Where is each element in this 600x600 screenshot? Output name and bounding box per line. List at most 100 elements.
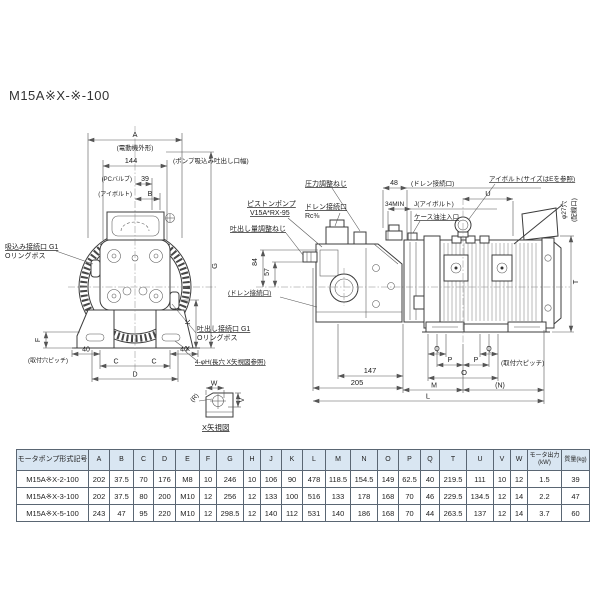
- spec-cell: 12: [493, 487, 511, 505]
- spec-cell: 246: [216, 470, 244, 488]
- spec-cell: 118.5: [325, 470, 351, 488]
- spec-cell: 202: [88, 487, 110, 505]
- spec-cell: 168: [377, 487, 399, 505]
- spec-cell: 516: [302, 487, 326, 505]
- suction-label-2: Oリングボス: [5, 251, 45, 260]
- adjust-screw-label: 吐出し量調整ねじ: [230, 224, 286, 233]
- spec-cell: 243: [88, 504, 110, 522]
- col-header-12: M: [325, 449, 351, 471]
- spec-cell: 111: [466, 470, 494, 488]
- wiring-hole-label-2: (配線口): [569, 198, 578, 222]
- view-x-caption: X矢視図: [202, 422, 230, 432]
- spec-cell: 12: [510, 470, 528, 488]
- spec-cell: 134.5: [466, 487, 494, 505]
- spec-cell: M10: [175, 487, 200, 505]
- dim-40-right: 40: [180, 347, 188, 354]
- spec-cell: 60: [561, 504, 590, 522]
- spec-cell: 112: [281, 504, 303, 522]
- spec-cell: 12: [199, 504, 217, 522]
- piston-pump-label: ピストンポンプ: [247, 200, 296, 208]
- col-header-8: H: [243, 449, 261, 471]
- spec-cell: M8: [175, 470, 200, 488]
- col-header-1: A: [88, 449, 110, 471]
- dim-d: D: [132, 372, 137, 379]
- spec-cell: 531: [302, 504, 326, 522]
- pressure-screw-fitting: [353, 231, 367, 245]
- spec-cell: 95: [133, 504, 154, 522]
- dim-l: L: [426, 392, 430, 401]
- col-header-15: P: [398, 449, 421, 471]
- spec-cell: 100: [281, 487, 303, 505]
- dim-w: W: [211, 381, 218, 388]
- col-header-20: W: [510, 449, 528, 471]
- col-header-18: U: [466, 449, 494, 471]
- spec-cell: 140: [325, 504, 351, 522]
- view-x-arrow-label: X: [185, 344, 190, 353]
- col-header-21: モータ出力(kW): [527, 449, 562, 471]
- spec-cell: 133: [260, 487, 282, 505]
- spec-cell: 39: [561, 470, 590, 488]
- dim-f: F: [35, 338, 42, 342]
- spec-cell: 46: [420, 487, 440, 505]
- spec-cell: 256: [216, 487, 244, 505]
- col-header-9: J: [260, 449, 282, 471]
- pc-valve-note: (PCバルブ): [102, 175, 132, 183]
- spec-cell: 186: [350, 504, 378, 522]
- spec-cell: 202: [88, 470, 110, 488]
- col-header-2: B: [109, 449, 134, 471]
- dim-57: 57: [264, 268, 271, 276]
- spec-cell: 44: [420, 504, 440, 522]
- spec-cell: 140: [260, 504, 282, 522]
- spec-cell: 178: [350, 487, 378, 505]
- wiring-hole-label: φ27穴: [559, 201, 568, 219]
- view-x-detail: W V (R) X矢視図: [189, 381, 246, 433]
- spec-cell: 154.5: [350, 470, 378, 488]
- dim-u: U: [485, 189, 490, 198]
- spec-cell: 12: [199, 487, 217, 505]
- model-cell: M15A※X-5-100: [16, 504, 89, 522]
- dim-p-right: P: [474, 357, 479, 364]
- col-header-16: Q: [420, 449, 440, 471]
- spec-cell: 12: [243, 487, 261, 505]
- technical-drawing: A (電動機外形) 144 (ポンプ吸込み吐出し口幅) (PCバルブ) 39 (…: [5, 126, 580, 433]
- dim-48: 48: [390, 180, 398, 187]
- flow-adjust-screw: [302, 251, 318, 263]
- case-oil-label: ケース油注入口: [414, 212, 459, 221]
- dim-q-right: Q: [486, 346, 492, 353]
- dim-205: 205: [351, 378, 364, 387]
- spec-cell: 12: [493, 504, 511, 522]
- drain-fitting-2: [385, 230, 403, 241]
- spec-cell: 10: [493, 470, 511, 488]
- pitch-note-front: (取付穴ピッチ): [28, 357, 68, 365]
- spec-cell: 263.5: [439, 504, 467, 522]
- dim-o: O: [461, 368, 467, 377]
- dim-40-left: 40: [82, 347, 90, 354]
- spec-cell: 70: [398, 504, 421, 522]
- spec-cell: 10: [243, 470, 261, 488]
- model-cell: M15A※X-2-100: [16, 470, 89, 488]
- spec-cell: 10: [199, 470, 217, 488]
- col-header-7: G: [216, 449, 244, 471]
- page-title: M15A※X-※-100: [9, 88, 110, 103]
- case-oil-port: [407, 232, 418, 241]
- suction-label: 吸込み接続口 G1: [5, 242, 58, 251]
- spec-cell: 137: [466, 504, 494, 522]
- spec-cell: 47: [109, 504, 134, 522]
- motor-body-side: [422, 204, 563, 333]
- dim-j: J(アイボルト): [414, 200, 454, 208]
- drain-thread: Rc⅜: [305, 213, 320, 220]
- dim-34min: 34MIN: [385, 201, 404, 208]
- dim-147: 147: [364, 366, 377, 375]
- spec-cell: 106: [260, 470, 282, 488]
- col-header-17: T: [439, 449, 467, 471]
- drain-fitting: [325, 226, 349, 245]
- spec-cell: 70: [133, 470, 154, 488]
- col-header-5: E: [175, 449, 200, 471]
- spec-cell: 3.7: [527, 504, 562, 522]
- spec-cell: 80: [133, 487, 154, 505]
- dim-q-left: Q: [434, 346, 440, 353]
- spec-cell: 62.5: [398, 470, 421, 488]
